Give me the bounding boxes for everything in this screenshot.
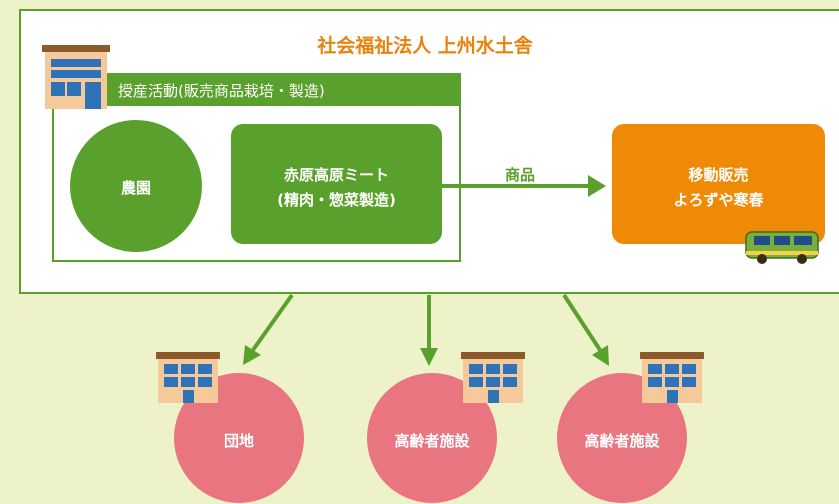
arrow-head-left	[243, 345, 261, 365]
building-icon	[640, 352, 704, 403]
arrow-head-right	[592, 345, 609, 366]
mobile-sales-box	[612, 124, 825, 244]
building-icon	[156, 352, 220, 403]
delivery-arrows	[251, 293, 602, 352]
van-icon	[745, 231, 819, 264]
organization-title: 社会福祉法人 上州水土舎	[317, 35, 533, 57]
destination-label-2: 高齢者施設	[394, 432, 470, 450]
meat-label-line1: 赤原高原ミート	[283, 166, 389, 184]
destination-circle-2	[367, 373, 497, 503]
farm-label: 農園	[120, 179, 151, 197]
meat-label-line2: (精肉・惣菜製造)	[277, 191, 396, 209]
destination-label-3: 高齢者施設	[584, 432, 660, 450]
arrow-head-center	[420, 348, 438, 366]
mobile-sales-line2: よろずや寒春	[673, 191, 764, 209]
meat-box	[231, 124, 442, 244]
destination-label-1: 団地	[223, 432, 254, 450]
destination-circle-3	[557, 373, 687, 503]
building-icon	[461, 352, 525, 403]
destination-circle-1	[174, 373, 304, 503]
product-arrow-label: 商品	[504, 166, 535, 184]
mobile-sales-line1: 移動販売	[688, 166, 749, 184]
activity-label: 授産活動(販売商品栽培・製造)	[118, 82, 325, 100]
product-arrow-head	[588, 175, 606, 197]
building-icon	[42, 45, 110, 109]
farm-circle	[70, 120, 202, 252]
activity-label-bar	[53, 74, 460, 106]
